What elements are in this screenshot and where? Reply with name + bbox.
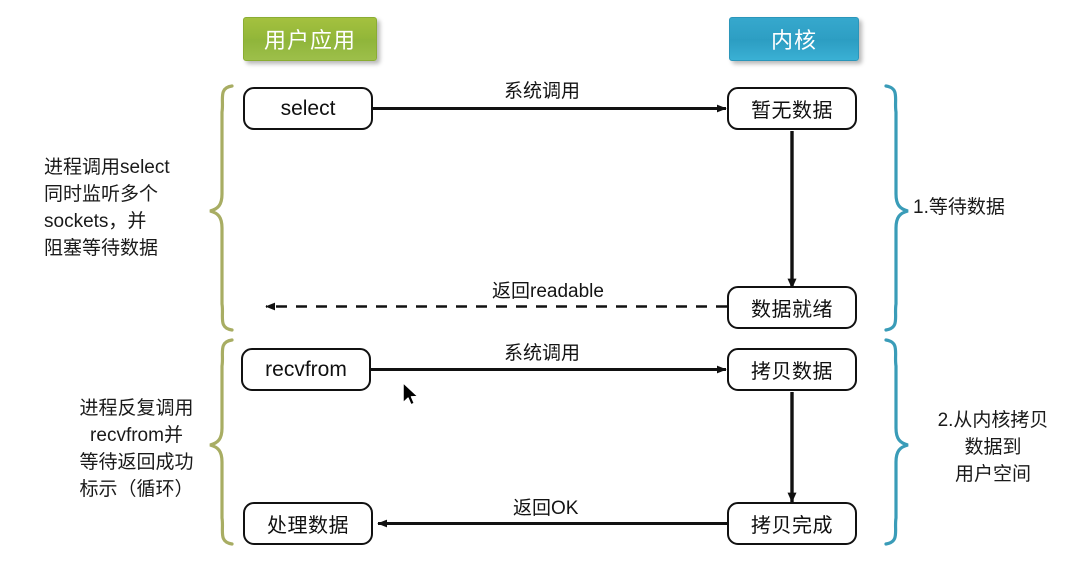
mouse-pointer-icon <box>402 382 419 406</box>
edge-label-return-ok: 返回OK <box>513 498 579 519</box>
node-no-data[interactable]: 暂无数据 <box>727 87 857 130</box>
right-brace-bottom <box>884 338 909 546</box>
node-select[interactable]: select <box>243 87 373 130</box>
kernel-header: 内核 <box>729 17 859 61</box>
annotation-right-bottom: 2.从内核拷贝 数据到 用户空间 <box>937 410 1049 485</box>
edge-label-syscall-1: 系统调用 <box>504 81 581 102</box>
right-brace-top <box>884 84 909 332</box>
user-application-header: 用户应用 <box>243 17 377 61</box>
node-data-ready[interactable]: 数据就绪 <box>727 286 857 329</box>
node-process-data[interactable]: 处理数据 <box>243 502 373 545</box>
annotation-left-top: 进程调用select 同时监听多个 sockets，并 阻塞等待数据 <box>44 157 170 259</box>
edge-label-syscall-2: 系统调用 <box>504 343 581 364</box>
annotation-left-bottom: 进程反复调用 recvfrom并 等待返回成功 标示（循环） <box>79 398 194 500</box>
node-copy-data[interactable]: 拷贝数据 <box>727 348 857 391</box>
node-recvfrom[interactable]: recvfrom <box>241 348 371 391</box>
edge-label-return-readable: 返回readable <box>492 281 604 302</box>
annotation-right-top: 1.等待数据 <box>913 197 1005 218</box>
node-copy-done[interactable]: 拷贝完成 <box>727 502 857 545</box>
